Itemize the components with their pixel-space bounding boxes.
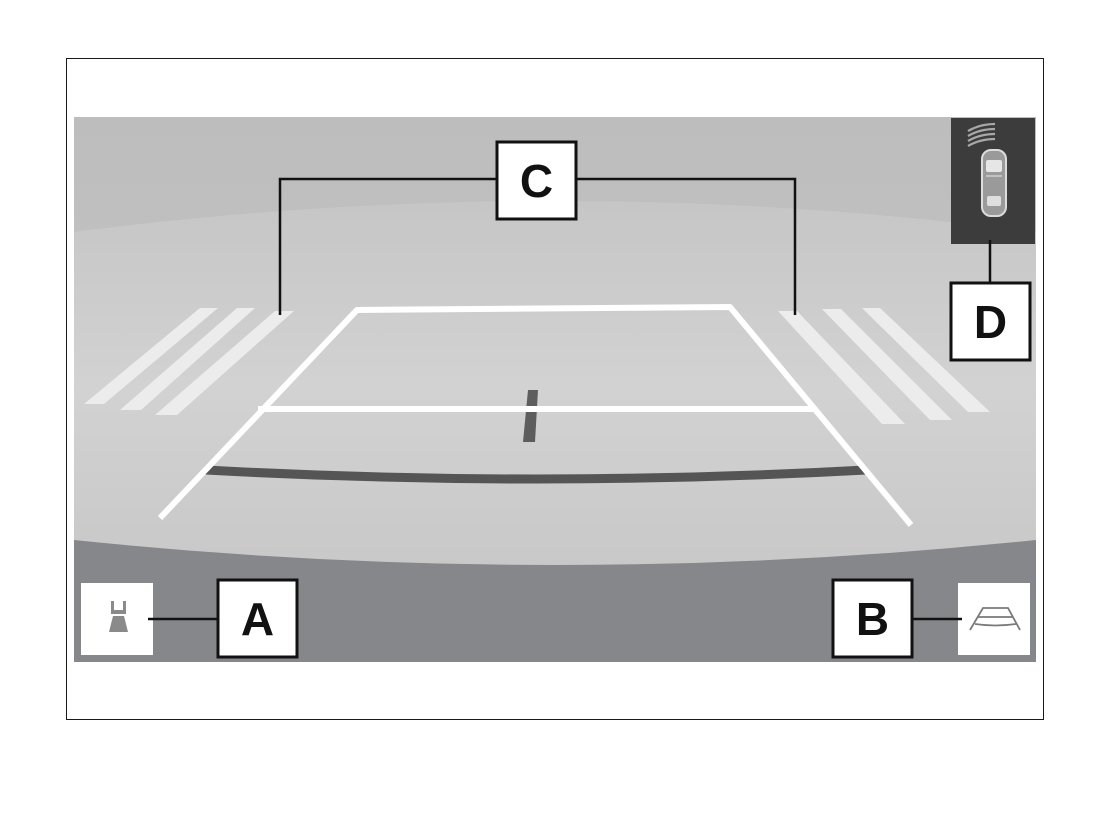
vehicle-width-guide-lines	[157, 304, 914, 527]
callout-c: C	[495, 140, 578, 221]
camera-view-switch-button[interactable]	[81, 583, 153, 655]
callout-a-label: A	[241, 593, 274, 645]
guideline-mode-button[interactable]	[958, 583, 1030, 655]
bottom-band	[74, 540, 1036, 662]
ground-area	[74, 201, 1036, 573]
callout-c-label: C	[520, 155, 553, 207]
callout-leaders	[148, 177, 992, 621]
callout-d-label: D	[974, 296, 1007, 348]
callout-d: D	[949, 281, 1032, 362]
camera-view-switch-icon	[109, 601, 128, 632]
callout-a: A	[216, 578, 299, 659]
parking-stripes-left	[84, 308, 294, 415]
parking-sensor-indicator-icon	[951, 118, 1035, 244]
callout-b: B	[831, 578, 914, 659]
distance-guide-line	[205, 465, 867, 484]
parking-stripes-right	[778, 308, 990, 424]
guideline-mode-icon	[969, 607, 1021, 631]
callout-c-leader-right	[576, 177, 797, 315]
callout-b-label: B	[856, 593, 889, 645]
center-guide-line	[523, 390, 538, 442]
callout-c-leader-left	[278, 177, 497, 315]
